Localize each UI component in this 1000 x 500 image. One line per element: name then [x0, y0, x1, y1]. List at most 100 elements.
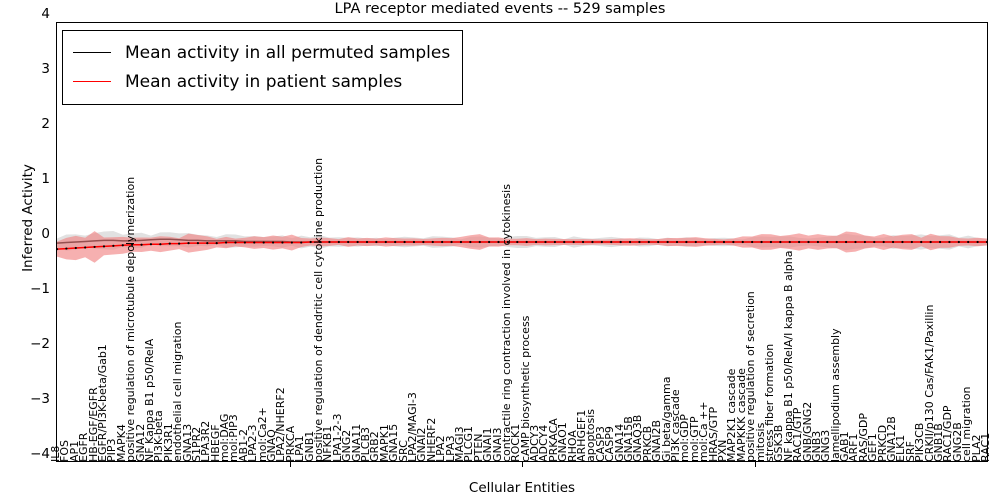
series-data-point — [516, 240, 519, 244]
series-data-point — [187, 241, 190, 245]
legend-line-swatch — [73, 52, 111, 53]
series-data-point — [779, 240, 782, 244]
series-data-point — [140, 243, 143, 246]
series-data-point — [347, 240, 350, 244]
series-data-point — [262, 241, 265, 244]
series-data-point — [196, 241, 200, 245]
series-data-point — [591, 240, 594, 244]
series-data-point — [441, 240, 444, 244]
series-data-point — [271, 241, 275, 244]
series-data-point — [243, 241, 246, 244]
series-data-point — [816, 240, 820, 244]
series-data-point — [581, 240, 585, 244]
series-mean-line — [57, 241, 987, 250]
series-data-point — [488, 240, 491, 244]
series-data-point — [149, 243, 153, 246]
series-data-point — [826, 240, 829, 244]
series-data-point — [882, 240, 885, 244]
series-data-point — [534, 240, 538, 244]
series-data-point — [215, 241, 218, 245]
series-data-point — [356, 240, 359, 244]
series-data-point — [835, 240, 838, 244]
series-data-point — [638, 240, 641, 244]
series-data-point — [920, 240, 923, 244]
series-data-point — [234, 241, 237, 244]
series-data-point — [976, 240, 979, 244]
series-canvas — [57, 230, 987, 263]
series-data-point — [751, 240, 754, 244]
series-data-point — [112, 244, 115, 247]
series-data-point — [647, 240, 650, 244]
series-data-point — [300, 241, 303, 244]
series-data-point — [459, 240, 463, 244]
series-data-point — [365, 240, 369, 244]
series-data-point — [422, 240, 425, 244]
series-data-point — [178, 242, 181, 245]
series-data-point — [337, 240, 340, 244]
series-data-point — [732, 240, 735, 244]
series-data-point — [544, 240, 547, 244]
series-data-point — [685, 240, 688, 244]
series-data-point — [65, 247, 68, 250]
x-tick-mark — [754, 462, 756, 467]
series-data-point — [57, 248, 59, 251]
series-data-point — [525, 240, 528, 244]
series-data-point — [469, 240, 472, 244]
legend-line-swatch — [73, 81, 111, 82]
series-data-point — [929, 240, 932, 244]
series-data-point — [798, 240, 801, 244]
x-tick-mark — [522, 462, 523, 467]
series-data-point — [206, 241, 209, 245]
series-data-point — [713, 240, 716, 244]
series-data-point — [450, 240, 453, 244]
series-data-point — [760, 240, 763, 244]
series-data-point — [224, 241, 228, 244]
series-data-point — [769, 240, 773, 244]
series-data-point — [497, 240, 500, 244]
series-data-point — [403, 240, 406, 244]
series-data-point — [675, 240, 679, 244]
series-data-point — [854, 240, 857, 244]
series-data-point — [572, 240, 575, 244]
x-axis-label: Cellular Entities — [468, 480, 576, 496]
series-data-point — [967, 240, 970, 244]
series-data-point — [506, 240, 510, 244]
series-data-point — [863, 240, 866, 244]
x-tick-mark — [289, 462, 291, 467]
y-axis-label: Inferred Activity — [20, 164, 36, 272]
series-confidence-band — [57, 231, 987, 263]
series-data-point — [253, 241, 256, 244]
chart-title: LPA receptor mediated events -- 529 samp… — [334, 1, 666, 17]
series-data-point — [328, 240, 331, 244]
series-data-point — [704, 240, 707, 244]
series-data-point — [891, 240, 895, 244]
series-data-point — [74, 246, 77, 250]
series-data-point — [807, 240, 810, 244]
legend-label: Mean activity in all permuted samples — [125, 42, 451, 63]
series-data-point — [309, 240, 312, 244]
series-data-point — [722, 240, 726, 244]
series-data-point — [168, 242, 171, 245]
series-data-point — [412, 240, 416, 244]
series-data-point — [844, 240, 848, 244]
series-data-point — [910, 240, 913, 244]
series-data-point — [610, 240, 613, 244]
series-data-point — [431, 240, 434, 244]
plot-area — [56, 22, 988, 462]
series-data-point — [985, 240, 987, 244]
legend-entry: Mean activity in patient samples — [73, 67, 450, 96]
series-data-point — [873, 240, 876, 244]
series-data-point — [666, 240, 669, 244]
series-data-point — [290, 241, 293, 244]
series-data-point — [628, 240, 632, 244]
series-data-point — [281, 241, 284, 244]
series-data-point — [84, 246, 87, 249]
series-data-point — [901, 240, 904, 244]
legend-label: Mean activity in patient samples — [125, 71, 403, 92]
series-data-point — [657, 240, 660, 244]
series-data-point — [478, 240, 481, 244]
series-data-point — [600, 240, 603, 244]
series-data-point — [788, 240, 791, 244]
